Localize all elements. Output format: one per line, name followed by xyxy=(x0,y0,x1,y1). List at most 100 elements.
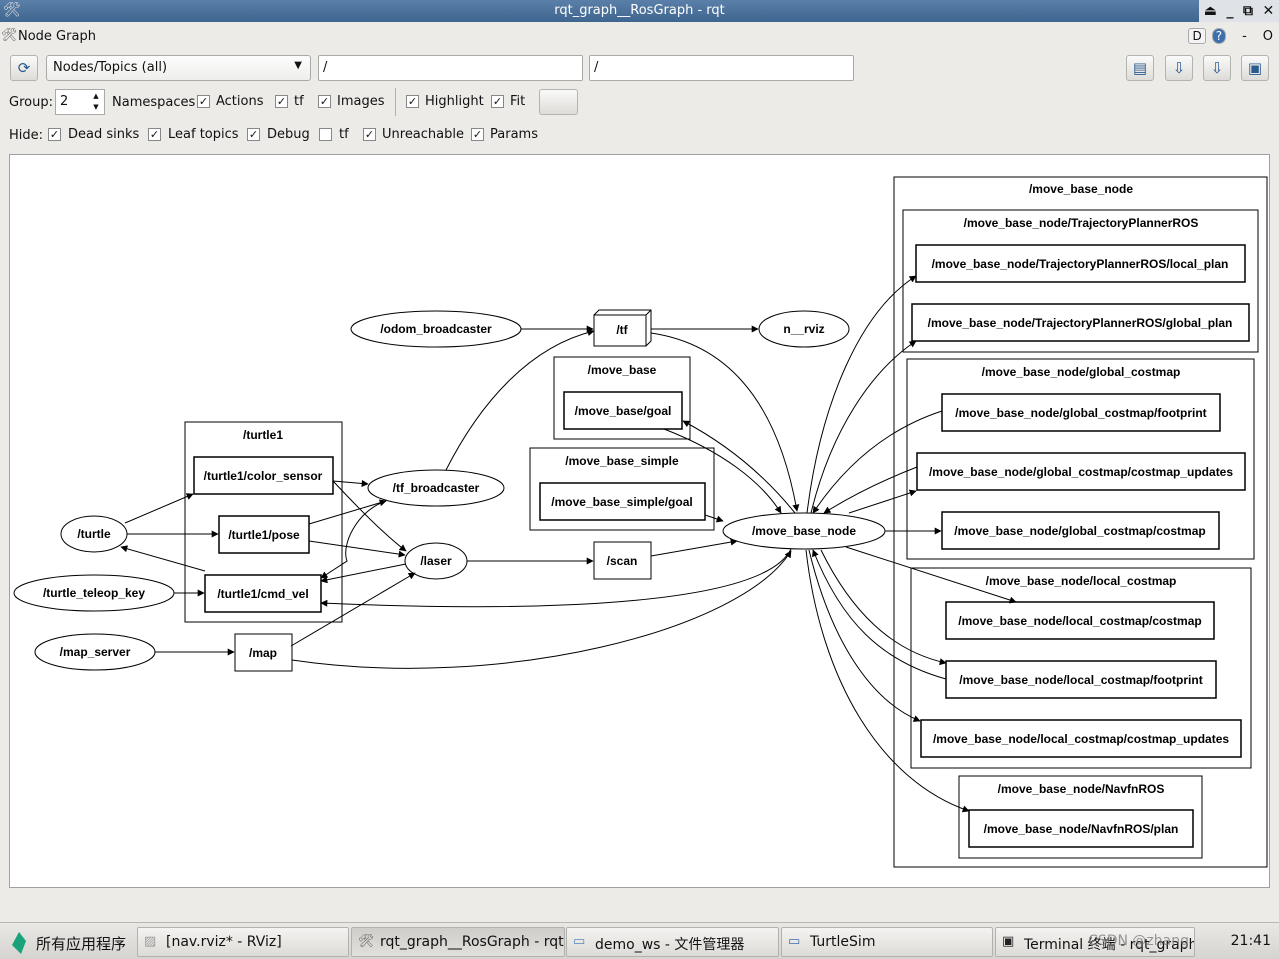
cluster-label-navfn: /move_base_node/NavfnROS xyxy=(998,782,1165,796)
minimize-plugin-button[interactable]: - xyxy=(1242,28,1247,44)
highlight-checkbox[interactable]: ✓ xyxy=(406,95,419,108)
task-rqt[interactable]: 🛠 rqt_graph__RosGraph - rqt xyxy=(351,927,565,957)
label-color-sensor: /turtle1/color_sensor xyxy=(204,469,323,483)
actions-checkbox[interactable]: ✓ xyxy=(197,95,210,108)
group-spinbox[interactable]: 2 ▲ ▼ xyxy=(55,89,105,115)
topic-move-base-simple-goal[interactable] xyxy=(539,482,706,521)
label-map-server: /map_server xyxy=(60,645,131,659)
topic-pose[interactable] xyxy=(218,515,310,554)
task-turtlesim-label: TurtleSim xyxy=(810,934,876,950)
tf-checkbox[interactable]: ✓ xyxy=(275,95,288,108)
close-plugin-button[interactable]: O xyxy=(1262,28,1273,44)
topic-gc-costmap[interactable] xyxy=(941,511,1220,550)
dead-sinks-checkbox[interactable]: ✓ xyxy=(48,128,61,141)
spin-up-icon[interactable]: ▲ xyxy=(93,92,99,100)
group-value: 2 xyxy=(60,94,69,109)
cluster-navfn xyxy=(958,775,1203,859)
graph-canvas[interactable]: /turtle1 /move_base /move_base_simple /m… xyxy=(9,154,1270,888)
refresh-icon[interactable]: ⟳ xyxy=(10,55,38,81)
plugin-title: Node Graph xyxy=(18,29,96,44)
label-n-rviz: n__rviz xyxy=(783,322,824,336)
topic-gc-footprint[interactable] xyxy=(941,393,1221,432)
spin-down-icon[interactable]: ▼ xyxy=(93,103,99,111)
fit-in-view-button[interactable] xyxy=(539,89,578,115)
rqt-icon: 🛠 xyxy=(358,934,375,949)
load-dot-icon[interactable]: ▤ xyxy=(1126,55,1154,81)
cluster-trajectory-planner xyxy=(902,209,1259,353)
label-global-plan: /move_base_node/TrajectoryPlannerROS/glo… xyxy=(928,316,1233,330)
label-odom-broadcaster: /odom_broadcaster xyxy=(380,322,492,336)
topic-filter-input[interactable]: / xyxy=(589,55,854,81)
topic-local-plan[interactable] xyxy=(915,244,1246,283)
tf-label: tf xyxy=(294,94,304,109)
label-turtle-teleop-key: /turtle_teleop_key xyxy=(43,586,145,600)
task-rviz[interactable]: ▨ [nav.rviz* - RViz] xyxy=(137,927,349,957)
unreachable-checkbox[interactable]: ✓ xyxy=(363,128,376,141)
topic-gc-updates[interactable] xyxy=(916,452,1246,491)
dock-button[interactable]: D xyxy=(1188,28,1206,44)
window-icon: ▭ xyxy=(788,934,801,949)
shade-button[interactable]: ⏏ xyxy=(1203,3,1217,19)
start-logo-icon xyxy=(12,932,26,954)
params-checkbox[interactable]: ✓ xyxy=(471,128,484,141)
fit-label: Fit xyxy=(510,94,526,109)
group-label: Group: xyxy=(9,95,53,110)
ros-graph: /turtle1 /move_base /move_base_simple /m… xyxy=(13,176,1268,868)
leaf-topics-label: Leaf topics xyxy=(168,127,239,142)
toolbar-separator xyxy=(395,88,396,116)
topic-cmd-vel[interactable] xyxy=(204,574,322,613)
unreachable-label: Unreachable xyxy=(382,127,464,142)
view-mode-select[interactable]: Nodes/Topics (all) ▼ xyxy=(46,55,311,81)
task-rqt-label: rqt_graph__RosGraph - rqt xyxy=(380,934,564,950)
images-checkbox[interactable]: ✓ xyxy=(318,95,331,108)
cluster-label-turtle1: /turtle1 xyxy=(243,428,283,442)
cluster-label-global-costmap: /move_base_node/global_costmap xyxy=(982,365,1181,379)
label-map: /map xyxy=(249,646,277,660)
task-file-manager[interactable]: ▭ demo_ws - 文件管理器 xyxy=(566,927,779,957)
task-rviz-label: [nav.rviz* - RViz] xyxy=(166,934,282,950)
hide-tf-checkbox[interactable] xyxy=(319,128,332,141)
topic-lc-footprint[interactable] xyxy=(945,660,1217,699)
label-gc-footprint: /move_base_node/global_costmap/footprint xyxy=(955,406,1206,420)
topic-scan[interactable] xyxy=(593,541,652,580)
save-dot-icon[interactable]: ⇩ xyxy=(1165,55,1193,81)
node-n-rviz[interactable] xyxy=(758,310,850,348)
node-filter-input[interactable]: / xyxy=(318,55,583,81)
task-turtlesim[interactable]: ▭ TurtleSim xyxy=(781,927,993,957)
debug-checkbox[interactable]: ✓ xyxy=(247,128,260,141)
folder-icon: ▭ xyxy=(573,934,586,949)
topic-move-base-goal[interactable] xyxy=(563,391,683,430)
topic-global-plan[interactable] xyxy=(911,303,1250,342)
maximize-button[interactable]: ⧉ xyxy=(1242,3,1253,19)
topic-navfn-plan[interactable] xyxy=(968,809,1194,848)
leaf-topics-checkbox[interactable]: ✓ xyxy=(148,128,161,141)
task-terminal[interactable]: ▣ Terminal 终端 - rqt_graph xyxy=(995,927,1195,957)
cluster-label-trajectory-planner: /move_base_node/TrajectoryPlannerROS xyxy=(964,216,1199,230)
topic-color-sensor[interactable] xyxy=(193,456,334,495)
topic-map[interactable] xyxy=(234,633,293,672)
debug-label: Debug xyxy=(267,127,310,142)
label-gc-costmap: /move_base_node/global_costmap/costmap xyxy=(954,524,1205,538)
fit-checkbox[interactable]: ✓ xyxy=(491,95,504,108)
hide-label: Hide: xyxy=(9,128,44,143)
topic-lc-updates[interactable] xyxy=(920,719,1242,758)
node-tf-broadcaster[interactable] xyxy=(367,469,505,507)
cluster-turtle1 xyxy=(184,421,343,623)
cluster-label-move-base: /move_base xyxy=(588,363,657,377)
label-lc-updates: /move_base_node/local_costmap/costmap_up… xyxy=(933,732,1229,746)
start-menu-button[interactable]: 所有应用程序 xyxy=(6,927,126,957)
cluster-label-local-costmap: /move_base_node/local_costmap xyxy=(986,574,1177,588)
help-icon[interactable]: ? xyxy=(1211,28,1227,44)
save-image-icon[interactable]: ▣ xyxy=(1241,55,1269,81)
save-svg-icon[interactable]: ⇩ xyxy=(1203,55,1231,81)
cluster-move-base-simple xyxy=(529,447,715,531)
window-title: rqt_graph__RosGraph - rqt xyxy=(554,3,725,18)
minimize-button[interactable]: _ xyxy=(1226,3,1234,19)
terminal-icon: ▣ xyxy=(1002,934,1015,949)
watermark: CSDN @zhang xyxy=(1088,933,1189,949)
graph-edges xyxy=(120,275,1017,813)
label-move-base-node: /move_base_node xyxy=(752,524,856,538)
close-button[interactable]: ✕ xyxy=(1262,3,1275,19)
topic-lc-costmap[interactable] xyxy=(945,601,1215,640)
label-move-base-goal: /move_base/goal xyxy=(575,404,672,418)
